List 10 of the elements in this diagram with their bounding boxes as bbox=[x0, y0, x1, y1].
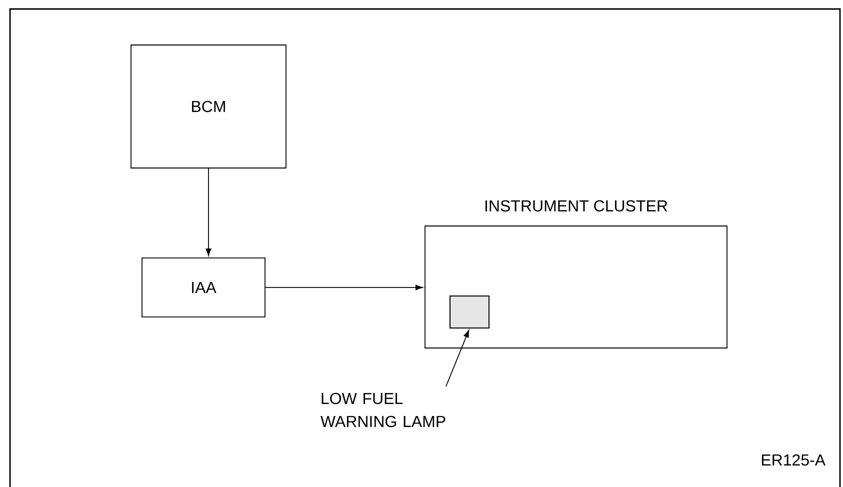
module-box: BCM bbox=[130, 44, 286, 168]
lamp-box bbox=[450, 295, 490, 328]
leader-line bbox=[446, 330, 470, 387]
arrow bbox=[206, 168, 212, 256]
lamp-label: LOW FUEL WARNING LAMP bbox=[320, 392, 446, 428]
module-box: IAA bbox=[142, 258, 266, 318]
figure-code: ER125-A bbox=[762, 454, 826, 466]
node-label: INSTRUMENT CLUSTER bbox=[485, 200, 668, 212]
arrow bbox=[265, 284, 423, 290]
cluster-box: INSTRUMENT CLUSTER bbox=[424, 200, 728, 348]
